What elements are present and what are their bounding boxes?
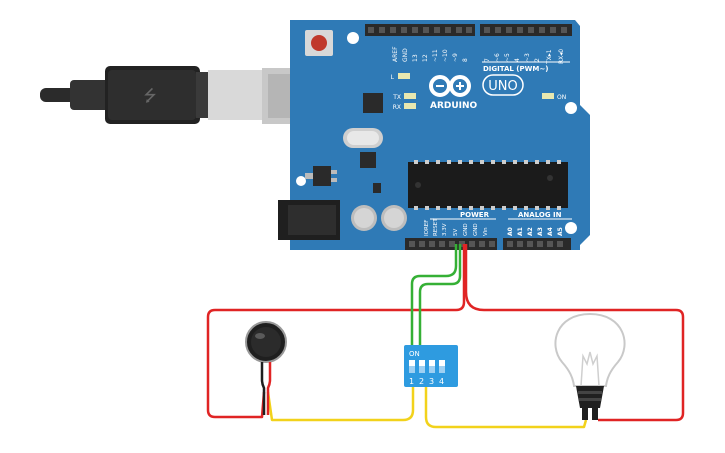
crystal bbox=[343, 128, 383, 148]
pin-label-3v3: 3.3V bbox=[442, 223, 448, 236]
arduino-uno-board: AREF GND 13 12 ~11 ~10 ~9 8 7 ~6 ~5 4 ~3… bbox=[278, 20, 590, 250]
model-text: UNO bbox=[488, 79, 517, 94]
capacitors bbox=[351, 205, 407, 231]
digital-header bbox=[365, 24, 572, 36]
led-rx bbox=[404, 103, 416, 109]
green-wire-2 bbox=[418, 244, 462, 348]
transistor bbox=[373, 183, 381, 193]
coin-vibration-motor[interactable] bbox=[245, 321, 287, 415]
dip-position-4: 4 bbox=[439, 377, 444, 386]
pin-label-gnd: GND bbox=[402, 48, 409, 62]
power-pin-labels: IOREF RESET 3.3V 5V GND GND Vin bbox=[424, 218, 489, 236]
svg-text:⭍: ⭍ bbox=[143, 86, 156, 105]
analog-pin-labels: A0 A1 A2 A3 A4 A5 bbox=[507, 227, 564, 236]
pin-label-5v: 5V bbox=[453, 229, 459, 236]
pin-label-rx0: RX◂0 bbox=[558, 49, 565, 64]
pin-label-gnd1: GND bbox=[463, 223, 469, 236]
dip-position-3: 3 bbox=[429, 377, 434, 386]
pin-label-9: ~9 bbox=[452, 53, 459, 62]
pin-label-ioref: IOREF bbox=[424, 220, 430, 236]
dip-switch[interactable]: ON 1 2 3 4 bbox=[404, 345, 458, 387]
brand-text: ARDUINO bbox=[430, 101, 478, 111]
led-label-l: L bbox=[391, 74, 395, 81]
pin-label-2: 2 bbox=[534, 58, 541, 62]
power-header bbox=[405, 238, 497, 250]
yellow-wire-left bbox=[266, 386, 415, 422]
pin-label-a0: A0 bbox=[507, 227, 514, 236]
status-leds: L TX RX ON bbox=[391, 73, 566, 111]
green-wire-1 bbox=[410, 244, 458, 348]
led-l bbox=[398, 73, 410, 79]
digital-pin-labels: AREF GND 13 12 ~11 ~10 ~9 8 7 ~6 ~5 4 ~3… bbox=[392, 46, 565, 65]
yellow-wire-right bbox=[424, 386, 588, 429]
pin-label-aref: AREF bbox=[392, 46, 399, 62]
led-label-rx: RX bbox=[393, 104, 401, 111]
pin-label-a3: A3 bbox=[537, 227, 544, 236]
reset-button[interactable] bbox=[305, 30, 333, 56]
arduino-logo: ARDUINO UNO bbox=[429, 74, 524, 111]
dip-switch-toggles[interactable] bbox=[409, 360, 445, 373]
usb-cable: ⭍ bbox=[40, 66, 298, 124]
pin-label-5: ~5 bbox=[504, 53, 511, 62]
pin-label-a4: A4 bbox=[547, 227, 554, 236]
pin-label-tx1: TX▸1 bbox=[546, 49, 553, 65]
dc-power-jack bbox=[278, 200, 340, 240]
pin-label-8: 8 bbox=[462, 58, 469, 62]
led-on bbox=[542, 93, 554, 99]
mounting-hole bbox=[565, 102, 577, 114]
mounting-hole bbox=[347, 32, 359, 44]
led-label-on: ON bbox=[557, 94, 566, 101]
analog-label: ANALOG IN bbox=[518, 211, 562, 219]
pin-label-6: ~6 bbox=[494, 53, 501, 62]
red-wire-left bbox=[206, 244, 466, 419]
dip-position-1: 1 bbox=[409, 377, 414, 386]
pin-label-a1: A1 bbox=[517, 227, 524, 236]
pin-label-12: 12 bbox=[422, 54, 429, 62]
usb-chip bbox=[363, 93, 383, 113]
pin-label-reset: RESET bbox=[433, 218, 439, 236]
pin-label-gnd2: GND bbox=[473, 223, 479, 236]
pin-label-10: ~10 bbox=[442, 49, 449, 62]
pin-label-3: ~3 bbox=[524, 53, 531, 62]
pin-label-13: 13 bbox=[412, 54, 419, 62]
voltage-regulator bbox=[305, 166, 337, 186]
small-ic bbox=[360, 152, 376, 168]
pin-label-vin: Vin bbox=[483, 227, 489, 236]
dip-position-2: 2 bbox=[419, 377, 424, 386]
pin-label-7: 7 bbox=[484, 58, 491, 62]
red-wire bbox=[464, 244, 685, 422]
power-label: POWER bbox=[460, 211, 490, 219]
mounting-hole bbox=[565, 222, 577, 234]
wires bbox=[206, 244, 685, 429]
light-bulb[interactable] bbox=[554, 312, 626, 420]
led-tx bbox=[404, 93, 416, 99]
mounting-hole bbox=[296, 176, 306, 186]
led-label-tx: TX bbox=[392, 94, 401, 101]
atmega-chip bbox=[408, 160, 568, 210]
pin-label-4: 4 bbox=[514, 58, 521, 62]
analog-header bbox=[503, 238, 571, 250]
dip-on-label: ON bbox=[409, 350, 420, 358]
pin-label-11: ~11 bbox=[432, 49, 439, 62]
pin-label-a5: A5 bbox=[557, 227, 564, 236]
digital-label: DIGITAL (PWM~) bbox=[483, 65, 548, 73]
pin-label-a2: A2 bbox=[527, 227, 534, 236]
